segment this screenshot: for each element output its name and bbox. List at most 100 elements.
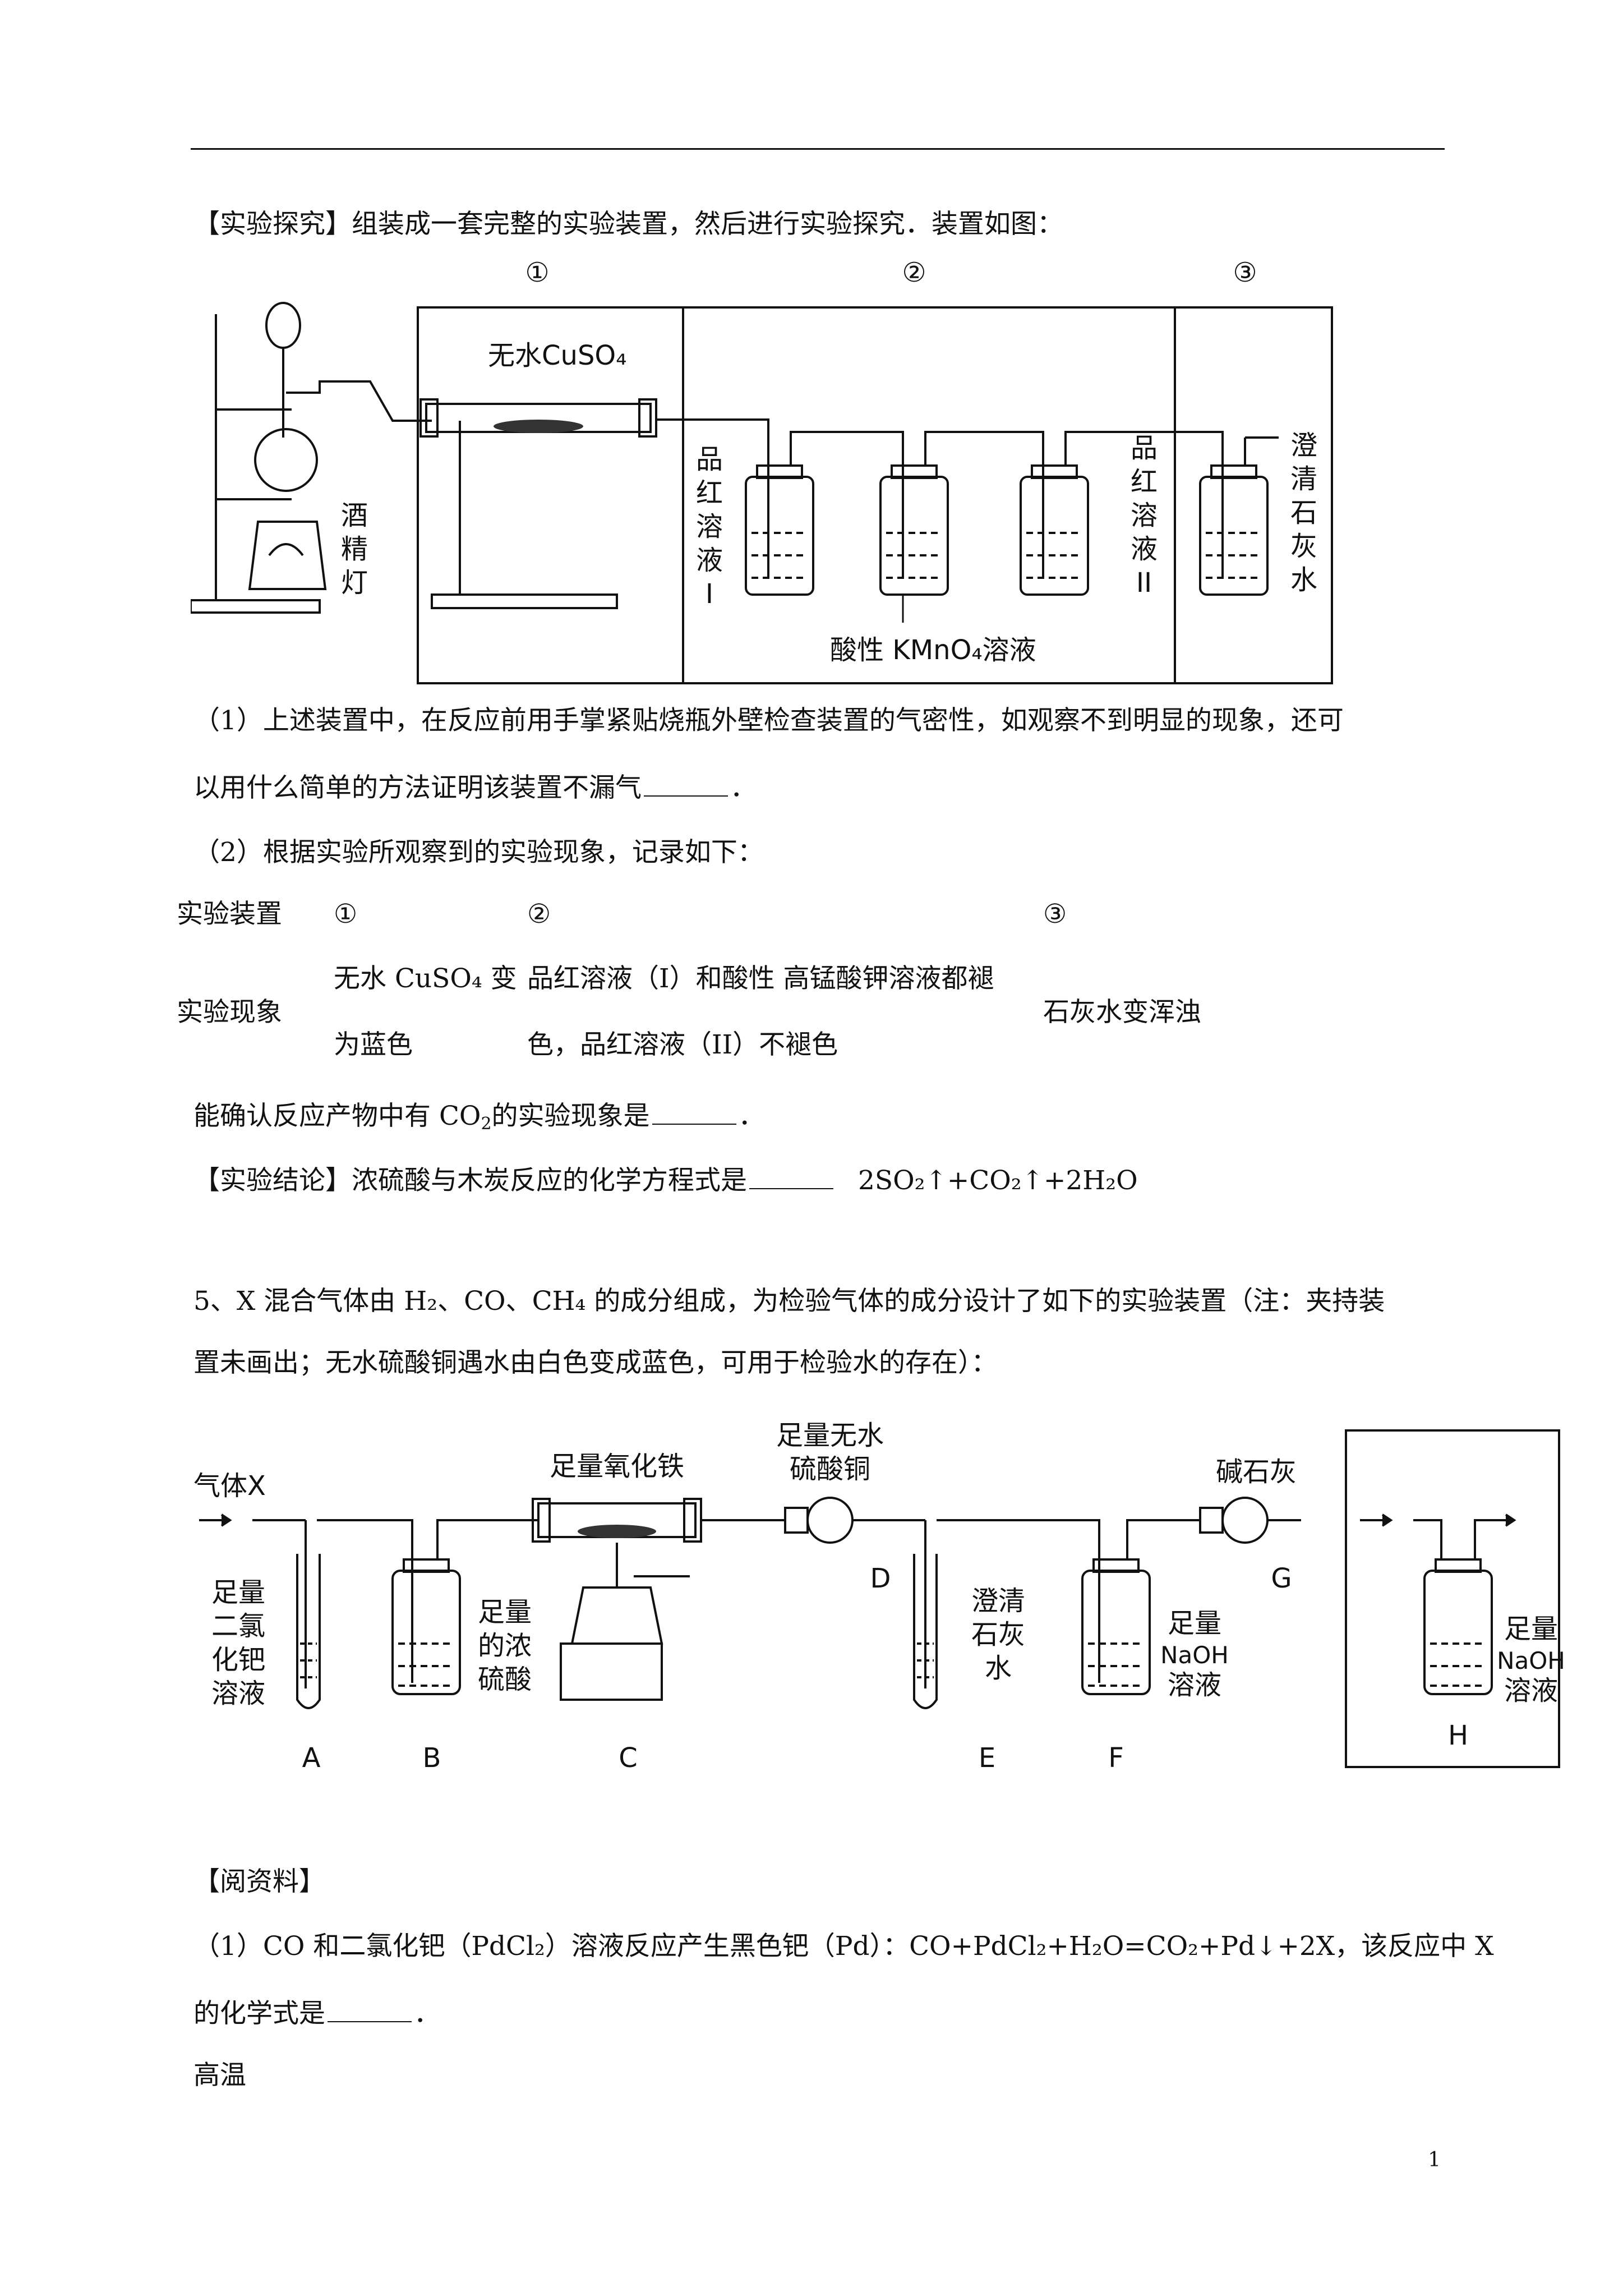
h-label: 足量 NaOH 溶液 [1497,1613,1565,1706]
svg-text:硫酸铜: 硫酸铜 [790,1453,870,1485]
svg-text:酒: 酒 [341,500,368,531]
svg-text:的浓: 的浓 [478,1630,532,1662]
svg-text:红: 红 [1131,466,1158,498]
pinhong-2-label: 品 红 溶 液 II [1131,432,1158,599]
e-label: 澄清 石灰 水 [971,1585,1025,1684]
gas-label: 气体X [193,1470,266,1502]
svg-text:澄清: 澄清 [971,1585,1025,1617]
box-h [1345,1429,1560,1768]
bottle-h [1360,1513,1516,1695]
read-line1: （1）CO 和二氯化钯（PdCl₂）溶液反应产生黑色钯（Pd）：CO+PdCl₂… [193,1931,1494,1962]
tube-e [909,1519,938,1709]
q1-line1: （1）上述装置中，在反应前用手掌紧贴烧瓶外壁检查装置的气密性，如观察不到明显的现… [193,705,1344,736]
f-label: 足量 NaOH 溶液 [1160,1608,1229,1701]
svg-text:液: 液 [696,545,723,576]
tube-g [1199,1497,1301,1544]
heading-bracket: 【实验探究】 [193,209,352,240]
svg-text:NaOH: NaOH [1160,1641,1229,1669]
q1-line2: 以用什么简单的方法证明该装置不漏气． [193,769,757,805]
tube-a [252,1519,321,1709]
svg-text:C: C [619,1742,638,1774]
lamp-label: 酒 精 灯 [341,500,368,599]
svg-text:A: A [302,1742,321,1774]
x-formula-blank[interactable] [328,1994,412,2022]
bottle-f [937,1519,1200,1695]
svg-text:清: 清 [1290,463,1317,495]
limewater-label: 澄 清 石 灰 水 [1290,430,1317,596]
svg-text:品: 品 [696,444,723,475]
apparatus-diagram-1: ① ② ③ 酒 精 灯 [191,257,1333,684]
svg-text:二氯: 二氯 [211,1611,265,1642]
circle-label-1: ① [525,257,549,288]
bottle-b [317,1519,477,1695]
svg-text:石灰: 石灰 [971,1619,1025,1650]
svg-text:II: II [1136,567,1152,599]
cuso4-label: 无水CuSO₄ [488,340,626,371]
bottle-kmno4 [879,443,949,596]
table-row1-label: 实验装置 [177,899,282,930]
svg-text:水: 水 [1290,564,1317,596]
flask-stand [191,302,432,614]
svg-text:G: G [1271,1563,1292,1594]
svg-text:NaOH: NaOH [1497,1647,1565,1674]
gaowen-text: 高温 [193,2060,246,2091]
svg-text:精: 精 [341,533,368,565]
svg-text:E: E [979,1742,995,1774]
table-row1-cell1: ① [334,899,358,930]
q5-line1: 5、X 混合气体由 H₂、CO、CH₄ 的成分组成，为检验气体的成分设计了如下的… [193,1286,1385,1317]
svg-text:石: 石 [1290,497,1317,528]
svg-text:硫酸: 硫酸 [478,1664,532,1695]
tube-c [477,1498,702,1701]
g-label: 碱石灰 [1216,1456,1297,1488]
table-row1-cell3: ③ [1043,899,1067,930]
read-line2: 的化学式是． [193,1994,440,2031]
bottle-limewater [1199,436,1279,596]
svg-text:足量: 足量 [1504,1613,1558,1645]
svg-text:足量: 足量 [478,1596,532,1628]
svg-text:溶液: 溶液 [1168,1669,1221,1701]
svg-text:D: D [870,1563,891,1594]
svg-text:溶液: 溶液 [1504,1675,1558,1706]
c-label: 足量氧化铁 [550,1451,684,1482]
apparatus-frame [417,306,1333,684]
co2-answer-blank[interactable] [652,1097,736,1125]
read-heading: 【阅资料】 [193,1866,325,1897]
circle-label-3: ③ [1233,257,1257,288]
svg-text:溶液: 溶液 [211,1678,265,1709]
header-rule [191,148,1445,150]
table-row1-cell2: ② [527,899,551,930]
pinhong-1-label: 品 红 溶 液 I [696,444,723,610]
table-row2-label: 实验现象 [177,997,282,1028]
apparatus-diagram-2: 气体X 足量 二氯 化钯 溶液 足量 的浓 硫酸 足量氧化铁 足量无水 硫酸铜 … [193,1420,1565,1774]
apparatus-letters: A B C D E F G H [302,1563,1468,1774]
svg-text:H: H [1448,1720,1468,1751]
svg-text:化钯: 化钯 [211,1644,265,1676]
svg-text:足量: 足量 [1168,1608,1221,1639]
conclusion-equation: 2SO₂↑+CO₂↑+2H₂O [858,1165,1138,1196]
svg-text:水: 水 [985,1653,1012,1684]
svg-text:足量: 足量 [211,1577,265,1608]
svg-text:B: B [423,1742,441,1774]
q5-line2: 置未画出；无水硫酸铜遇水由白色变成蓝色，可用于检验水的存在）： [193,1347,998,1378]
svg-text:溶: 溶 [1131,500,1158,531]
q1-answer-blank[interactable] [644,769,728,797]
cuso4-tube [419,398,684,609]
tube-d [701,1497,909,1544]
heading-text: 组装成一套完整的实验装置，然后进行实验探究．装置如图： [352,209,1063,240]
svg-text:液: 液 [1131,533,1158,565]
svg-text:F: F [1108,1742,1124,1774]
co2-question: 能确认反应产物中有 CO2的实验现象是． [193,1097,765,1141]
svg-text:澄: 澄 [1290,430,1317,461]
circle-label-2: ② [902,257,926,288]
svg-text:溶: 溶 [696,511,723,542]
a-label: 足量 二氯 化钯 溶液 [211,1577,265,1709]
conclusion-answer-blank[interactable] [749,1161,833,1189]
svg-text:灰: 灰 [1290,531,1317,562]
svg-text:I: I [706,578,713,610]
page-number: 1 [1428,2148,1441,2171]
table-row2-cell2: 品红溶液（I）和酸性 高锰酸钾溶液都褪 色，品红溶液（II）不褪色 [527,963,994,1060]
d-label: 足量无水 硫酸铜 [776,1420,884,1485]
svg-text:足量无水: 足量无水 [776,1420,884,1451]
